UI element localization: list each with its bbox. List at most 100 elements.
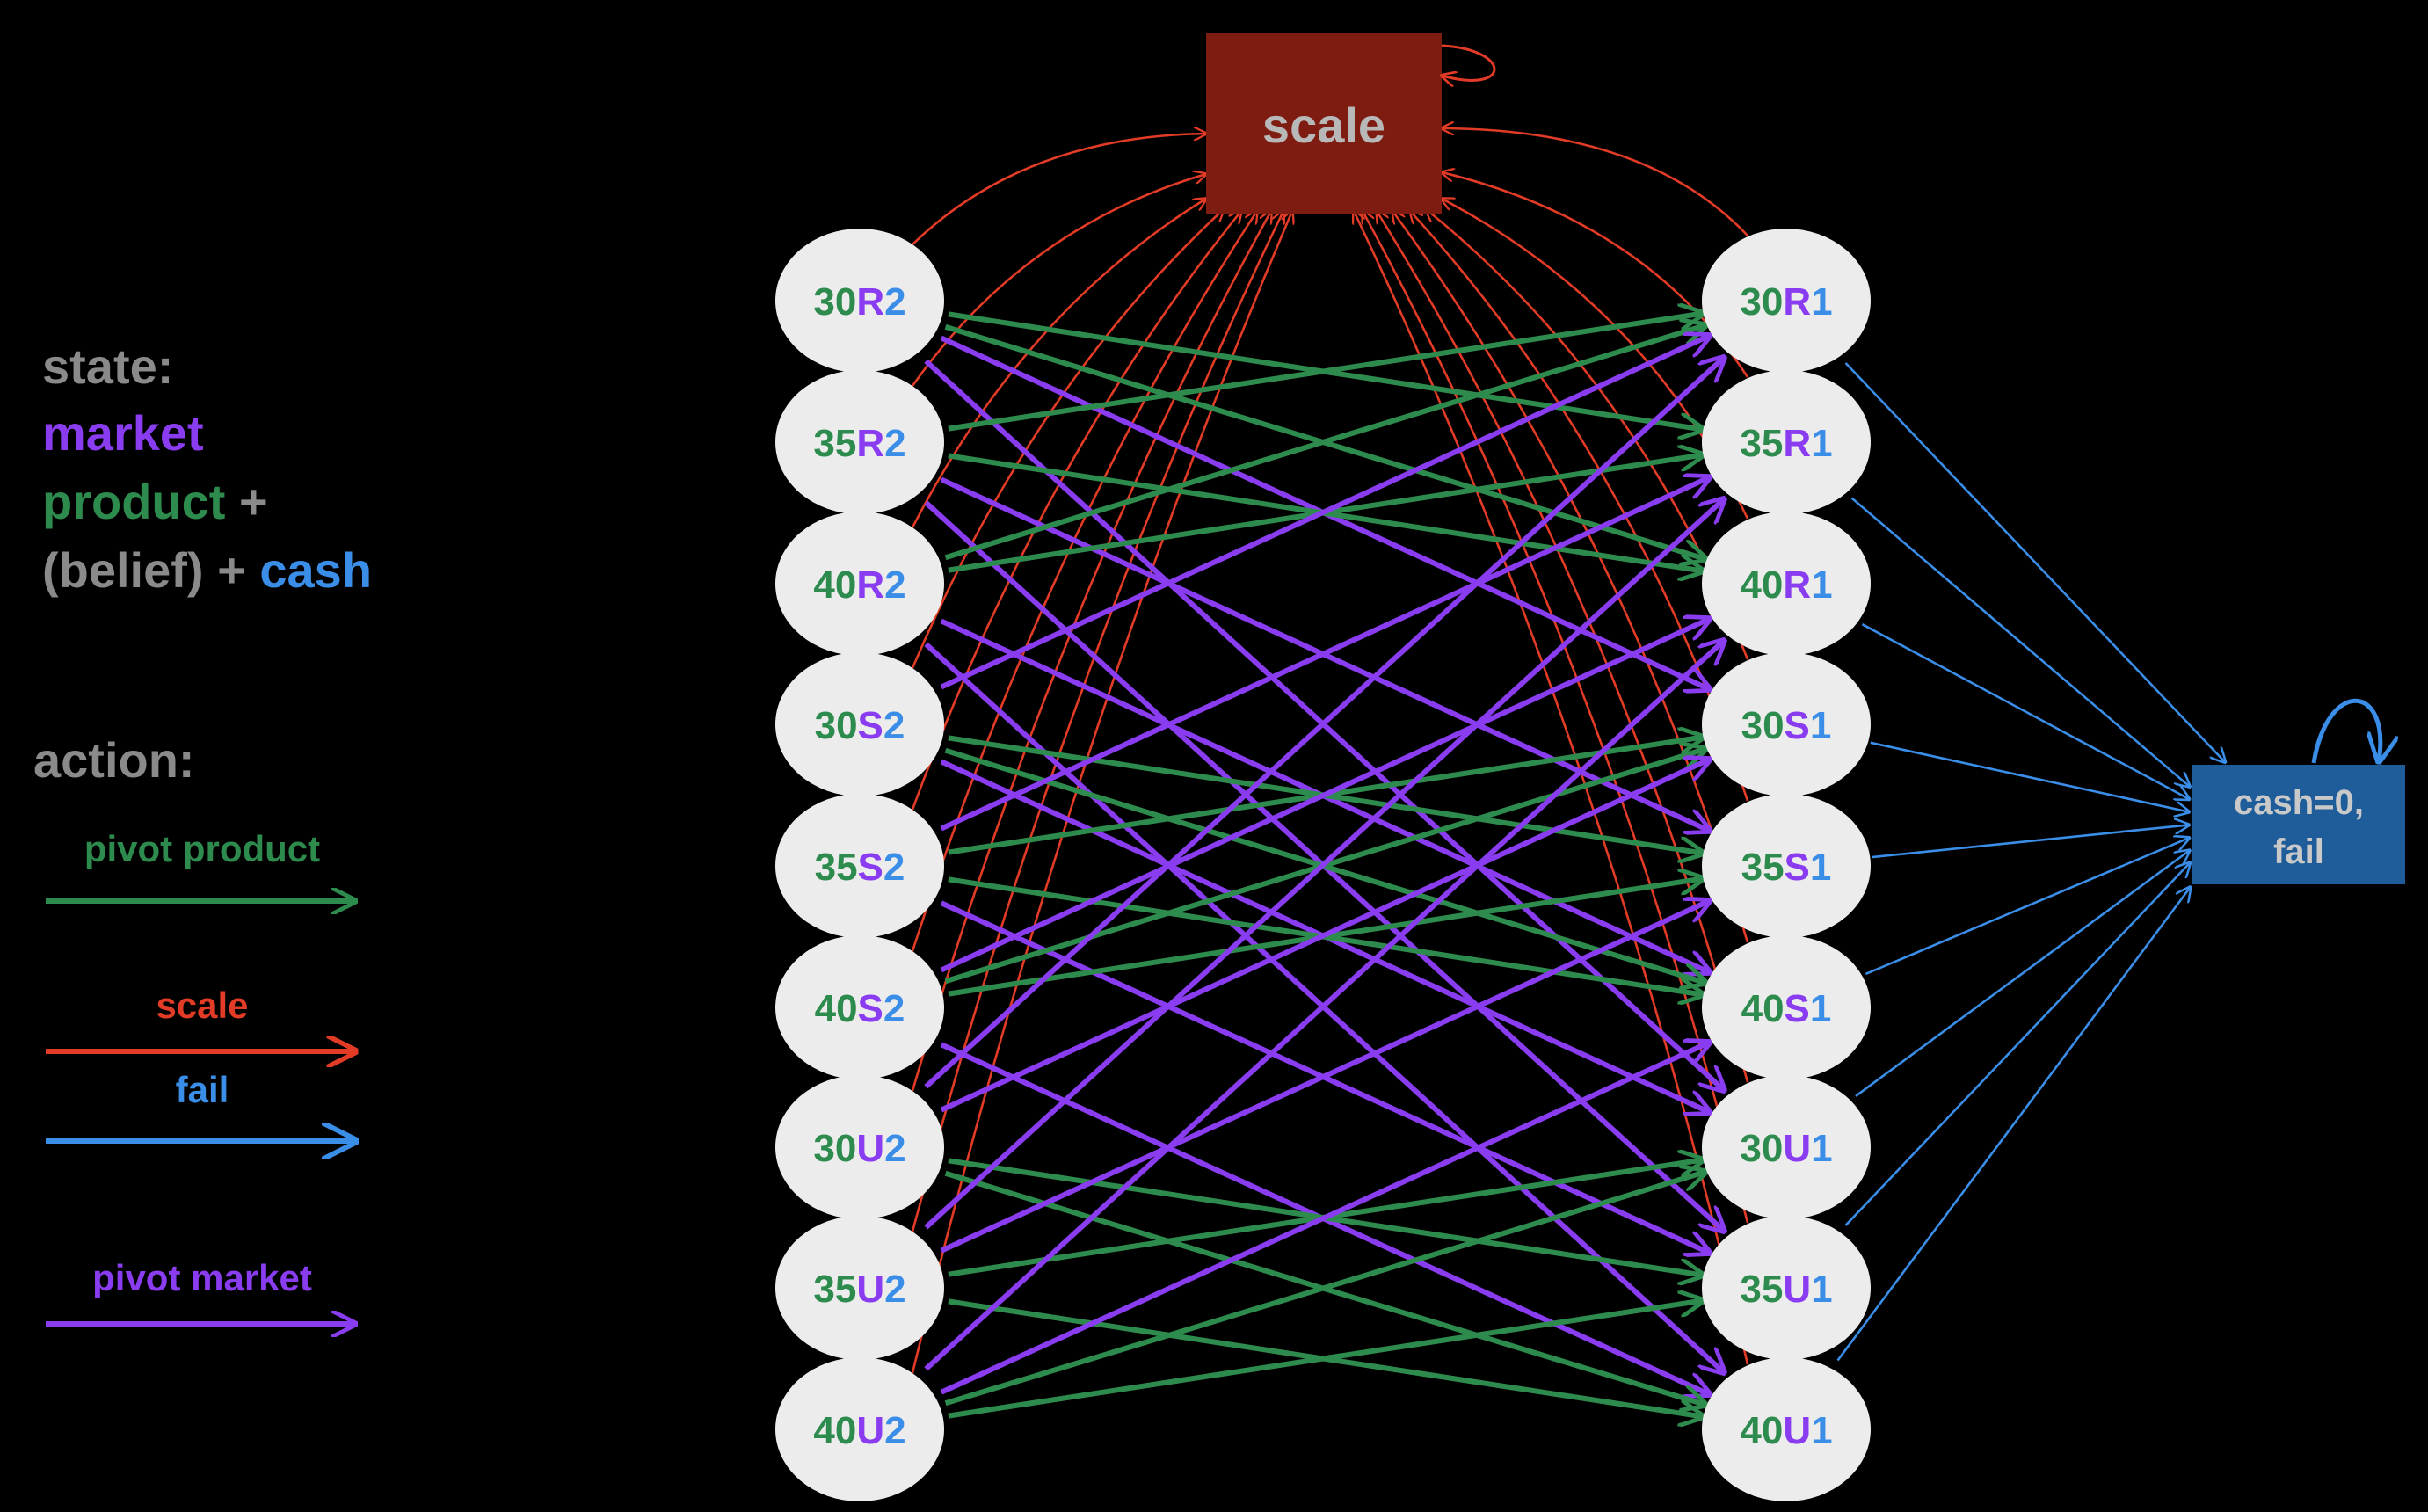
fail-arrow <box>1872 825 2189 859</box>
state-node-circle <box>1702 370 1871 514</box>
state-node-label: 40U2 <box>813 1409 905 1452</box>
scale-arrow <box>1410 211 1749 802</box>
state-node-cash: 2 <box>884 280 905 323</box>
pivot-market-arrow <box>924 641 1724 1371</box>
state-node-product: 40 <box>1740 1409 1783 1452</box>
state-node-market: S <box>858 704 883 747</box>
scale-box: scale <box>1206 33 1496 214</box>
left-node-40U2: 40U2 <box>775 1357 944 1501</box>
state-node-label: 30S2 <box>815 704 905 747</box>
state-node-product: 30 <box>1740 1127 1783 1170</box>
state-node-circle <box>1702 229 1871 373</box>
state-node-market: R <box>1783 422 1811 465</box>
pivot-market-arrow <box>940 1043 1710 1395</box>
fail-arrow <box>1870 741 2189 812</box>
state-node-circle <box>775 652 944 796</box>
state-node-cash: 1 <box>1811 1268 1832 1311</box>
state-node-cash: 1 <box>1811 1409 1832 1452</box>
state-node-market: U <box>1783 1409 1811 1452</box>
state-node-label: 30R1 <box>1740 280 1832 323</box>
state-node-product: 35 <box>815 846 858 889</box>
state-node-cash: 1 <box>1810 704 1831 747</box>
legend-pivot-market-label: pivot market <box>92 1257 312 1298</box>
state-node-label: 35R2 <box>813 422 905 465</box>
pivot-product-arrow <box>948 313 1703 432</box>
left-node-35S2: 35S2 <box>775 794 944 938</box>
state-node-circle <box>775 229 944 373</box>
left-node-35U2: 35U2 <box>775 1216 944 1360</box>
right-node-35S1: 35S1 <box>1702 794 1871 938</box>
right-node-40U1: 40U1 <box>1702 1357 1871 1501</box>
left-node-40S2: 40S2 <box>775 935 944 1079</box>
scale-self-loop <box>1442 44 1496 80</box>
state-node-market: R <box>1783 563 1811 607</box>
state-node-label: 40S1 <box>1741 987 1832 1030</box>
state-node-product: 35 <box>1741 846 1785 889</box>
state-node-circle <box>1702 512 1871 656</box>
pivot-market-arrow <box>940 477 1710 832</box>
state-node-product: 30 <box>813 280 856 323</box>
legend-state-product: product <box>42 474 225 529</box>
legend-state-cash-line: (belief) + cash <box>42 542 372 598</box>
state-node-market: S <box>1785 987 1810 1030</box>
fail-box: cash=0, fail <box>2192 698 2405 884</box>
state-node-circle <box>775 370 944 514</box>
legend-fail-label: fail <box>176 1069 229 1110</box>
fail-arrow <box>1844 362 2226 762</box>
legend-pivot-product-label: pivot product <box>84 828 320 869</box>
state-node-circle <box>775 1357 944 1501</box>
state-node-cash: 1 <box>1811 563 1832 607</box>
state-node-cash: 1 <box>1810 846 1831 889</box>
scale-box-label: scale <box>1262 98 1385 153</box>
pivot-product-arrow <box>944 1172 1706 1407</box>
legend-state-title: state: <box>42 338 173 394</box>
state-node-cash: 2 <box>883 987 905 1030</box>
state-node-product: 35 <box>813 422 856 465</box>
state-node-circle <box>775 512 944 656</box>
fail-box-label-line2: fail <box>2273 832 2324 871</box>
state-node-product: 40 <box>1741 987 1785 1030</box>
state-node-label: 40S2 <box>815 987 905 1030</box>
legend-action-title: action: <box>33 732 195 788</box>
state-node-product: 30 <box>1741 704 1785 747</box>
state-node-product: 40 <box>813 1409 856 1452</box>
state-node-label: 35U2 <box>813 1268 905 1311</box>
state-node-label: 40R1 <box>1740 563 1832 607</box>
state-node-circle <box>775 794 944 938</box>
state-node-circle <box>775 935 944 1079</box>
scale-arrow <box>911 211 1283 1232</box>
state-node-cash: 1 <box>1811 422 1832 465</box>
fail-box-label-line1: cash=0, <box>2234 783 2364 822</box>
state-node-cash: 2 <box>884 422 905 465</box>
right-node-30S1: 30S1 <box>1702 652 1871 796</box>
state-node-product: 35 <box>1740 422 1783 465</box>
state-node-circle <box>1702 652 1871 796</box>
state-node-cash: 2 <box>884 563 905 607</box>
pivot-market-arrow <box>940 619 1710 973</box>
state-node-cash: 2 <box>883 846 905 889</box>
scale-arrow <box>911 209 1224 669</box>
state-node-market: U <box>856 1268 884 1311</box>
scale-arrow <box>1363 211 1749 1224</box>
right-node-35U1: 35U1 <box>1702 1216 1871 1360</box>
right-node-35R1: 35R1 <box>1702 370 1871 514</box>
state-node-cash: 2 <box>883 704 905 747</box>
legend: state: market product + (belief) + cash … <box>33 338 372 1324</box>
state-node-market: U <box>856 1409 884 1452</box>
state-node-circle <box>775 1075 944 1219</box>
legend-state-market: market <box>42 405 204 461</box>
scale-arrow <box>911 199 1206 528</box>
left-node-40R2: 40R2 <box>775 512 944 656</box>
state-node-label: 30U1 <box>1740 1127 1832 1170</box>
state-node-market: S <box>858 987 883 1030</box>
left-node-30U2: 30U2 <box>775 1075 944 1219</box>
pivot-market-arrow <box>924 499 1724 1230</box>
fail-self-loop <box>2311 698 2381 763</box>
fail-arrows <box>1836 362 2226 1362</box>
state-node-market: R <box>856 280 884 323</box>
state-node-cash: 2 <box>884 1268 905 1311</box>
state-node-product: 40 <box>1740 563 1783 607</box>
pivot-product-arrow <box>944 325 1706 561</box>
